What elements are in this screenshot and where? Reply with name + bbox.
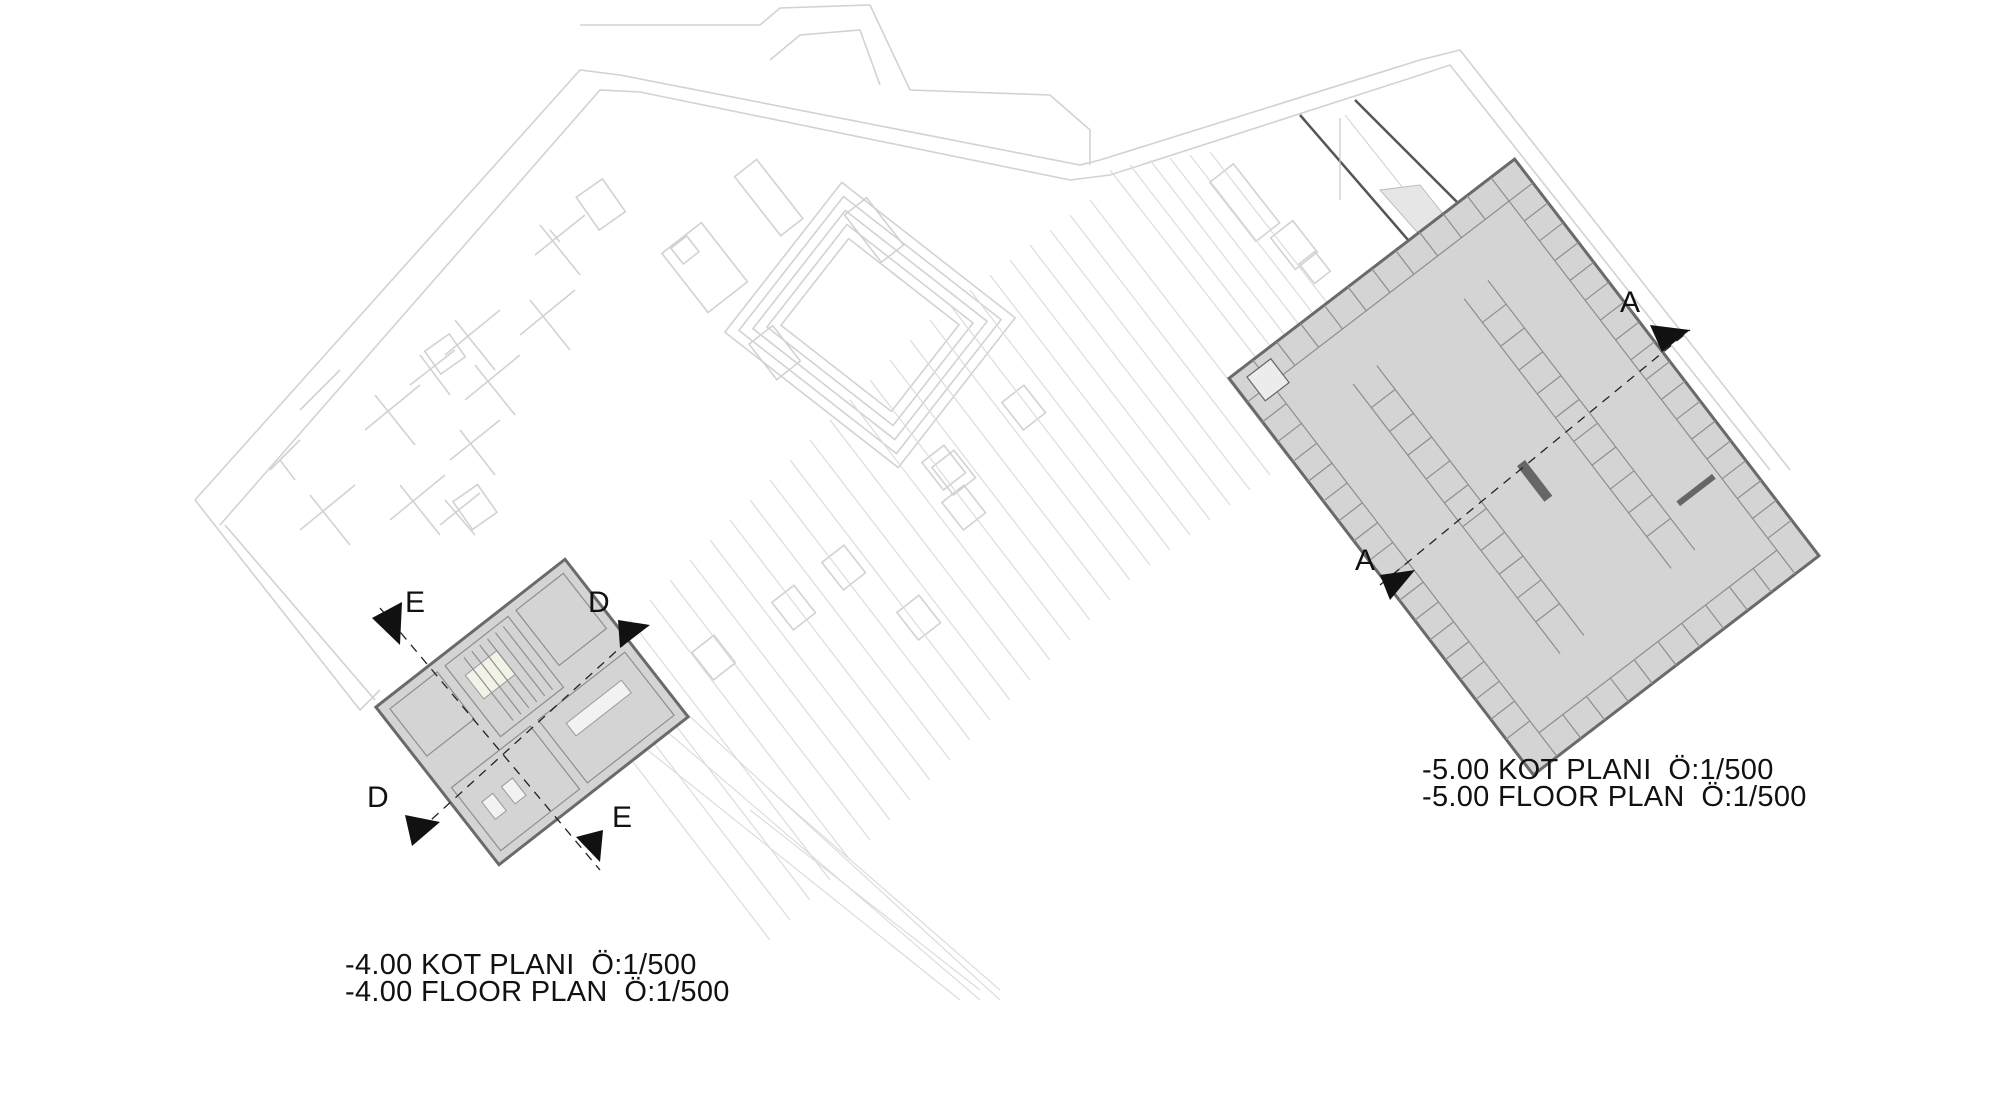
svg-text:D: D xyxy=(588,586,610,619)
section-marker-a-top: A xyxy=(1620,286,1690,352)
plan-minus-4-title-en: -4.00 FLOOR PLAN Ö:1/500 xyxy=(345,976,730,1008)
site-edge-left-2 xyxy=(224,524,376,701)
svg-text:E: E xyxy=(405,586,425,619)
section-marker-a-bottom: A xyxy=(1355,544,1415,600)
svg-text:A: A xyxy=(1620,286,1640,319)
plan-minus-5-title-tr: -5.00 KOT PLANI Ö:1/500 xyxy=(1422,754,1774,786)
site-edge-top-2 xyxy=(769,29,881,86)
terrace-lines xyxy=(569,151,1396,1001)
floor-plan-minus-4: E D D E xyxy=(367,557,691,871)
svg-text:E: E xyxy=(612,801,632,834)
context-blocks xyxy=(660,158,1332,682)
plan-minus-5-title-en: -5.00 FLOOR PLAN Ö:1/500 xyxy=(1422,781,1807,813)
stepped-court xyxy=(723,181,1017,469)
pier-grid xyxy=(269,177,627,546)
floor-plan-minus-5: A A xyxy=(1226,156,1822,778)
section-marker-e-top: E xyxy=(372,586,425,645)
section-line-a xyxy=(1379,329,1691,586)
site-edge-top xyxy=(580,4,1091,165)
section-line-d xyxy=(419,624,646,831)
svg-text:A: A xyxy=(1355,544,1375,577)
site-edge-left xyxy=(194,499,381,712)
site-boundary-inner xyxy=(219,64,1771,526)
plan-minus-4-title-tr: -4.00 KOT PLANI Ö:1/500 xyxy=(345,949,697,981)
section-marker-d-bottom: D xyxy=(367,781,440,846)
parking-stalls xyxy=(1246,176,1796,758)
svg-text:D: D xyxy=(367,781,389,814)
section-marker-e-bottom: E xyxy=(576,801,632,862)
section-marker-d-top: D xyxy=(588,586,650,648)
